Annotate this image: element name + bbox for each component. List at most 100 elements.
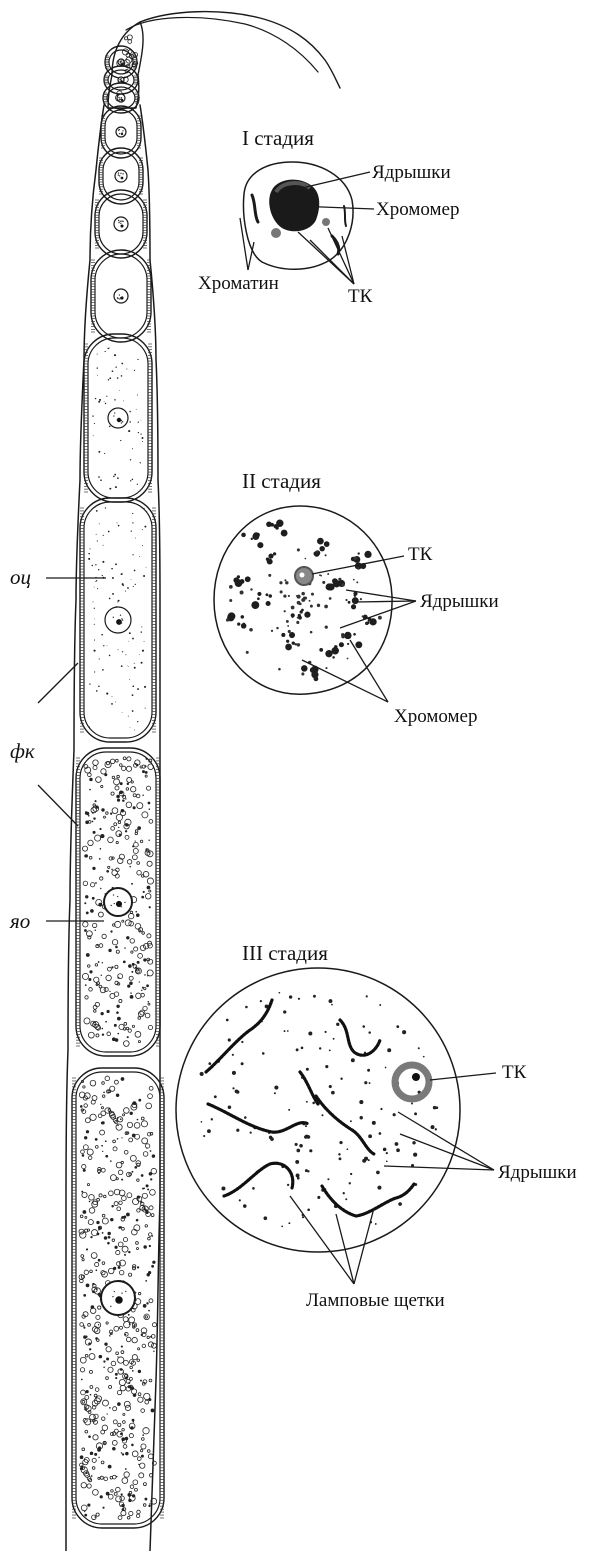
yolk-granule: [117, 1207, 121, 1211]
yolk-granule: [95, 1146, 98, 1149]
stage-2-granule: [311, 671, 318, 678]
yolk-granule: [85, 1395, 89, 1399]
yolk-granule: [113, 1140, 116, 1143]
yolk-granule: [121, 1161, 123, 1163]
yolk-granule: [92, 1327, 98, 1333]
stage-3-nucleolus: [329, 999, 333, 1003]
stage-3-nucleolus: [333, 1038, 335, 1040]
stage-2-label-chromomere: Хромомер: [394, 706, 477, 727]
yolk-granule: [123, 1445, 127, 1449]
nucleus-granule: [113, 894, 114, 895]
stage-2-granule: [266, 601, 271, 606]
stage-3-nucleolus: [305, 1169, 308, 1172]
yolk-granule: [123, 1028, 126, 1031]
yolk-granule: [100, 1495, 103, 1498]
yolk-granule: [104, 1442, 106, 1444]
stage-2-granule: [319, 546, 324, 551]
yolk-granule: [129, 1273, 132, 1276]
yolk-granule: [136, 409, 137, 410]
yolk-granule: [107, 967, 111, 971]
stage-3-label-nucleoli: Ядрышки: [498, 1162, 577, 1183]
yolk-granule: [96, 777, 102, 783]
yolk-granule: [96, 1315, 100, 1319]
stage-3-nucleolus: [423, 1056, 425, 1058]
stage-2-granule: [270, 523, 274, 527]
yolk-granule: [117, 1017, 121, 1021]
yolk-granule: [102, 1095, 105, 1098]
stage-3-tk-core: [412, 1073, 420, 1081]
yolk-granule: [147, 1450, 150, 1453]
yolk-granule: [132, 1323, 134, 1325]
yolk-granule: [145, 893, 150, 898]
yolk-granule: [149, 1245, 151, 1247]
yolk-granule: [86, 911, 89, 914]
yolk-granule: [133, 1393, 137, 1397]
yolk-granule: [144, 508, 145, 509]
yolk-granule: [111, 1361, 116, 1366]
yolk-granule: [131, 579, 132, 580]
yolk-granule: [88, 965, 91, 968]
yolk-granule: [112, 1037, 116, 1041]
label-oocyte-nucleus: яо: [9, 909, 104, 933]
yolk-granule: [152, 1154, 155, 1157]
yolk-granule: [100, 888, 101, 889]
stage-2-granule: [268, 594, 272, 598]
yolk-granule: [95, 1337, 98, 1340]
stage-3-nucleolus: [396, 1148, 400, 1152]
yolk-granule: [122, 1246, 128, 1252]
yolk-granule: [95, 1002, 99, 1006]
nucleus-granule: [119, 298, 120, 299]
yolk-granule: [84, 1270, 88, 1274]
yolk-granule: [137, 1266, 139, 1268]
yolk-granule: [123, 1237, 127, 1241]
yolk-granule: [115, 946, 118, 949]
yolk-granule: [137, 1359, 140, 1362]
yolk-granule: [114, 823, 117, 826]
stage-1-leader-tk-2: [310, 240, 354, 284]
yolk-granule: [111, 568, 113, 570]
yolk-granule: [148, 959, 153, 964]
yolk-granule: [129, 1377, 132, 1380]
stage-2-speck: [284, 610, 286, 612]
yolk-granule: [148, 1454, 153, 1459]
stage-2-speck: [271, 630, 273, 632]
yolk-granule: [142, 987, 144, 989]
yolk-granule: [141, 662, 143, 664]
yolk-granule: [88, 1435, 91, 1438]
yolk-granule: [138, 1348, 140, 1350]
yolk-granule: [119, 1379, 125, 1385]
yolk-granule: [119, 999, 122, 1002]
yolk-granule: [85, 996, 88, 999]
yolk-granule: [110, 1218, 113, 1221]
yolk-granule: [108, 949, 111, 952]
yolk-granule: [121, 1351, 124, 1354]
stage-3-nucleolus: [306, 1135, 310, 1139]
stage-3-nucleolus: [288, 1109, 290, 1111]
yolk-granule: [143, 1504, 146, 1507]
yolk-granule: [102, 561, 104, 563]
yolk-granule: [89, 1201, 91, 1203]
stage-3-nucleolus: [201, 1121, 203, 1123]
stage-3-nucleolus: [228, 1038, 231, 1041]
stage-2-granule: [251, 538, 253, 540]
yolk-granule: [90, 1394, 92, 1396]
stage-3-nucleolus: [252, 1187, 255, 1190]
yolk-granule: [134, 842, 139, 847]
yolk-granule: [132, 1198, 138, 1204]
yolk-granule: [106, 693, 108, 695]
nucleus-granule: [119, 79, 120, 80]
stage-1-leader-tk-4: [342, 236, 354, 284]
yolk-granule: [149, 1086, 153, 1090]
stage-1-label-chromomere: Хромомер: [376, 199, 459, 220]
yolk-granule: [93, 760, 99, 766]
yolk-granule: [131, 1444, 134, 1447]
yolk-granule: [142, 441, 143, 442]
yolk-granule: [99, 985, 102, 988]
yolk-granule: [95, 835, 101, 841]
yolk-granule: [145, 1013, 150, 1018]
stage-3-nucleolus: [239, 1199, 241, 1201]
nucleus-granule: [114, 412, 115, 413]
stage-3-nucleolus: [376, 1171, 380, 1175]
yolk-granule: [143, 1304, 147, 1308]
yolk-granule: [116, 1487, 121, 1492]
